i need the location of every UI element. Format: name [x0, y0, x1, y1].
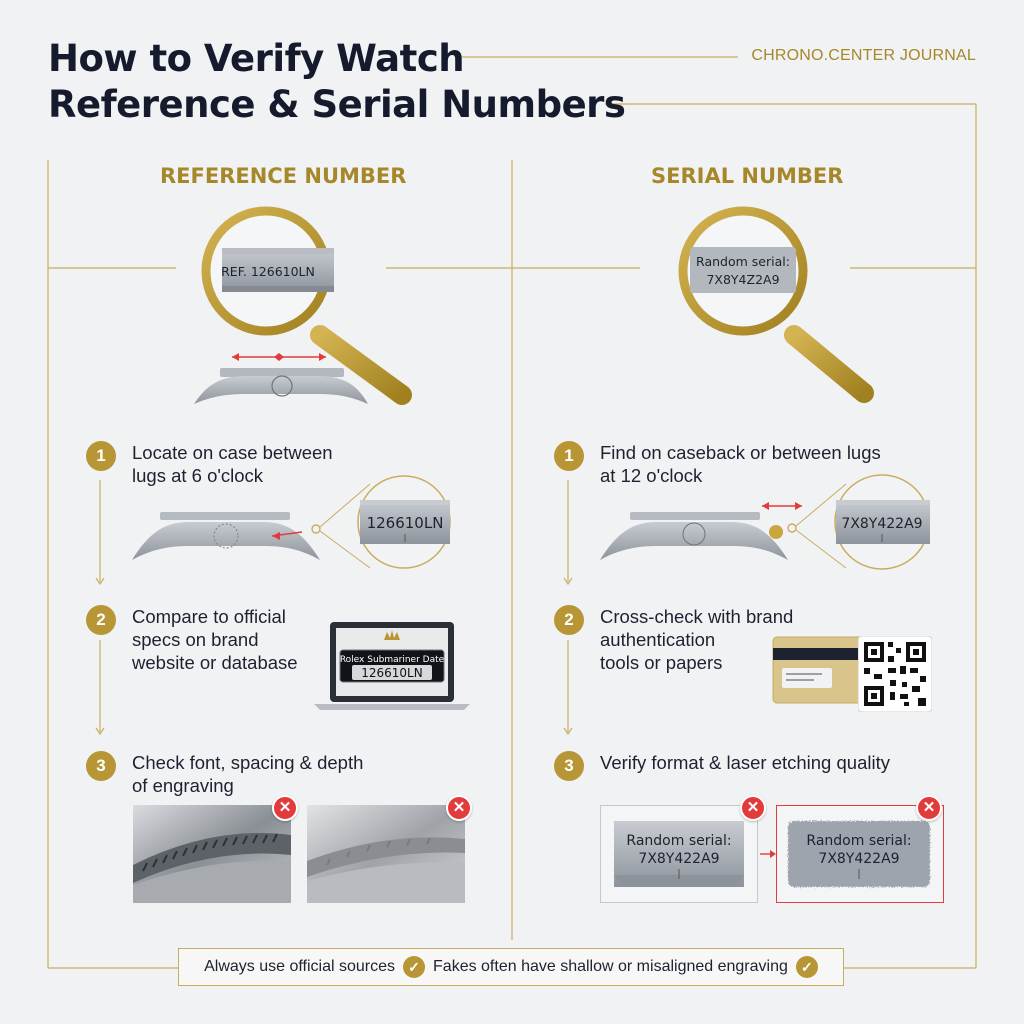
- footer-item-2: Fakes often have shallow or misaligned e…: [433, 958, 788, 975]
- serial-compare-genuine: Random serial: 7X8Y422A9: [600, 805, 758, 903]
- serial-magnifier-icon: Random serial: 7X8Y4Z2A9: [678, 206, 874, 403]
- x-mark-icon: ✕: [740, 795, 766, 821]
- serial-step-1-number: 1: [554, 441, 584, 471]
- compare-right-line-1: Random serial:: [806, 833, 911, 849]
- reference-heading: REFERENCE NUMBER: [160, 164, 407, 188]
- brand-label: CHRONO.CENTER JOURNAL: [751, 47, 976, 64]
- reference-step-2-number: 2: [86, 605, 116, 635]
- x-mark-icon: ✕: [446, 795, 472, 821]
- x-mark-icon: ✕: [272, 795, 298, 821]
- serial-compare-fake: Random serial: 7X8Y422A9: [776, 805, 944, 903]
- reference-step-3-number: 3: [86, 751, 116, 781]
- serial-step-3-text: Verify format & laser etching quality: [600, 752, 890, 773]
- check-mark-icon: ✓: [795, 956, 818, 978]
- serial-step-2-number: 2: [554, 605, 584, 635]
- serial-case-zoom-icon: 7X8Y422A9: [600, 474, 930, 570]
- reference-step-2-text: Compare to official specs on brand websi…: [132, 606, 298, 673]
- footer-item-1: Always use official sources: [204, 958, 396, 975]
- reference-case-zoom-icon: 126610LN: [132, 475, 451, 569]
- serial-step-3-number: 3: [554, 751, 584, 781]
- page-title: How to Verify Watch Reference & Serial N…: [48, 36, 626, 128]
- serial-lens-line-2: 7X8Y4Z2A9: [706, 272, 779, 287]
- check-mark-icon: ✓: [403, 956, 426, 978]
- reference-lens-text: REF. 126610LN: [221, 264, 315, 279]
- compare-right-line-2: 7X8Y422A9: [818, 851, 899, 867]
- serial-step-2-text: Cross-check with brand authentication to…: [600, 606, 794, 673]
- engraving-photo-shallow: [307, 805, 465, 903]
- title-line-2: Reference & Serial Numbers: [48, 83, 626, 126]
- reference-watch-case-icon: [194, 353, 368, 404]
- serial-lens-line-1: Random serial:: [696, 254, 790, 269]
- crown-logo-icon: [384, 630, 400, 640]
- reference-step-3-text: Check font, spacing & depth of engraving: [132, 752, 364, 796]
- serial-heading: SERIAL NUMBER: [651, 164, 844, 188]
- title-line-1: How to Verify Watch: [48, 37, 465, 80]
- laptop-label: Rolex Submariner Date: [340, 655, 445, 665]
- laptop-icon: Rolex Submariner Date 126610LN: [314, 622, 470, 710]
- engraving-photo-sharp: [133, 805, 291, 903]
- reference-step-1-text: Locate on case between lugs at 6 o'clock: [132, 442, 333, 486]
- qr-code-icon: [858, 636, 932, 712]
- reference-step-1-number: 1: [86, 441, 116, 471]
- reference-magnifier-icon: REF. 126610LN: [201, 206, 412, 405]
- x-mark-icon: ✕: [916, 795, 942, 821]
- compare-arrow-icon: [760, 850, 776, 858]
- reference-zoom-text: 126610LN: [367, 514, 444, 532]
- compare-left-line-2: 7X8Y422A9: [638, 851, 719, 867]
- compare-left-line-1: Random serial:: [626, 833, 731, 849]
- serial-zoom-text: 7X8Y422A9: [841, 516, 922, 532]
- footer-banner: Always use official sources ✓ Fakes ofte…: [178, 948, 844, 986]
- laptop-number: 126610LN: [361, 666, 422, 680]
- warranty-card-icon: [772, 636, 864, 704]
- serial-step-1-text: Find on caseback or between lugs at 12 o…: [600, 442, 881, 486]
